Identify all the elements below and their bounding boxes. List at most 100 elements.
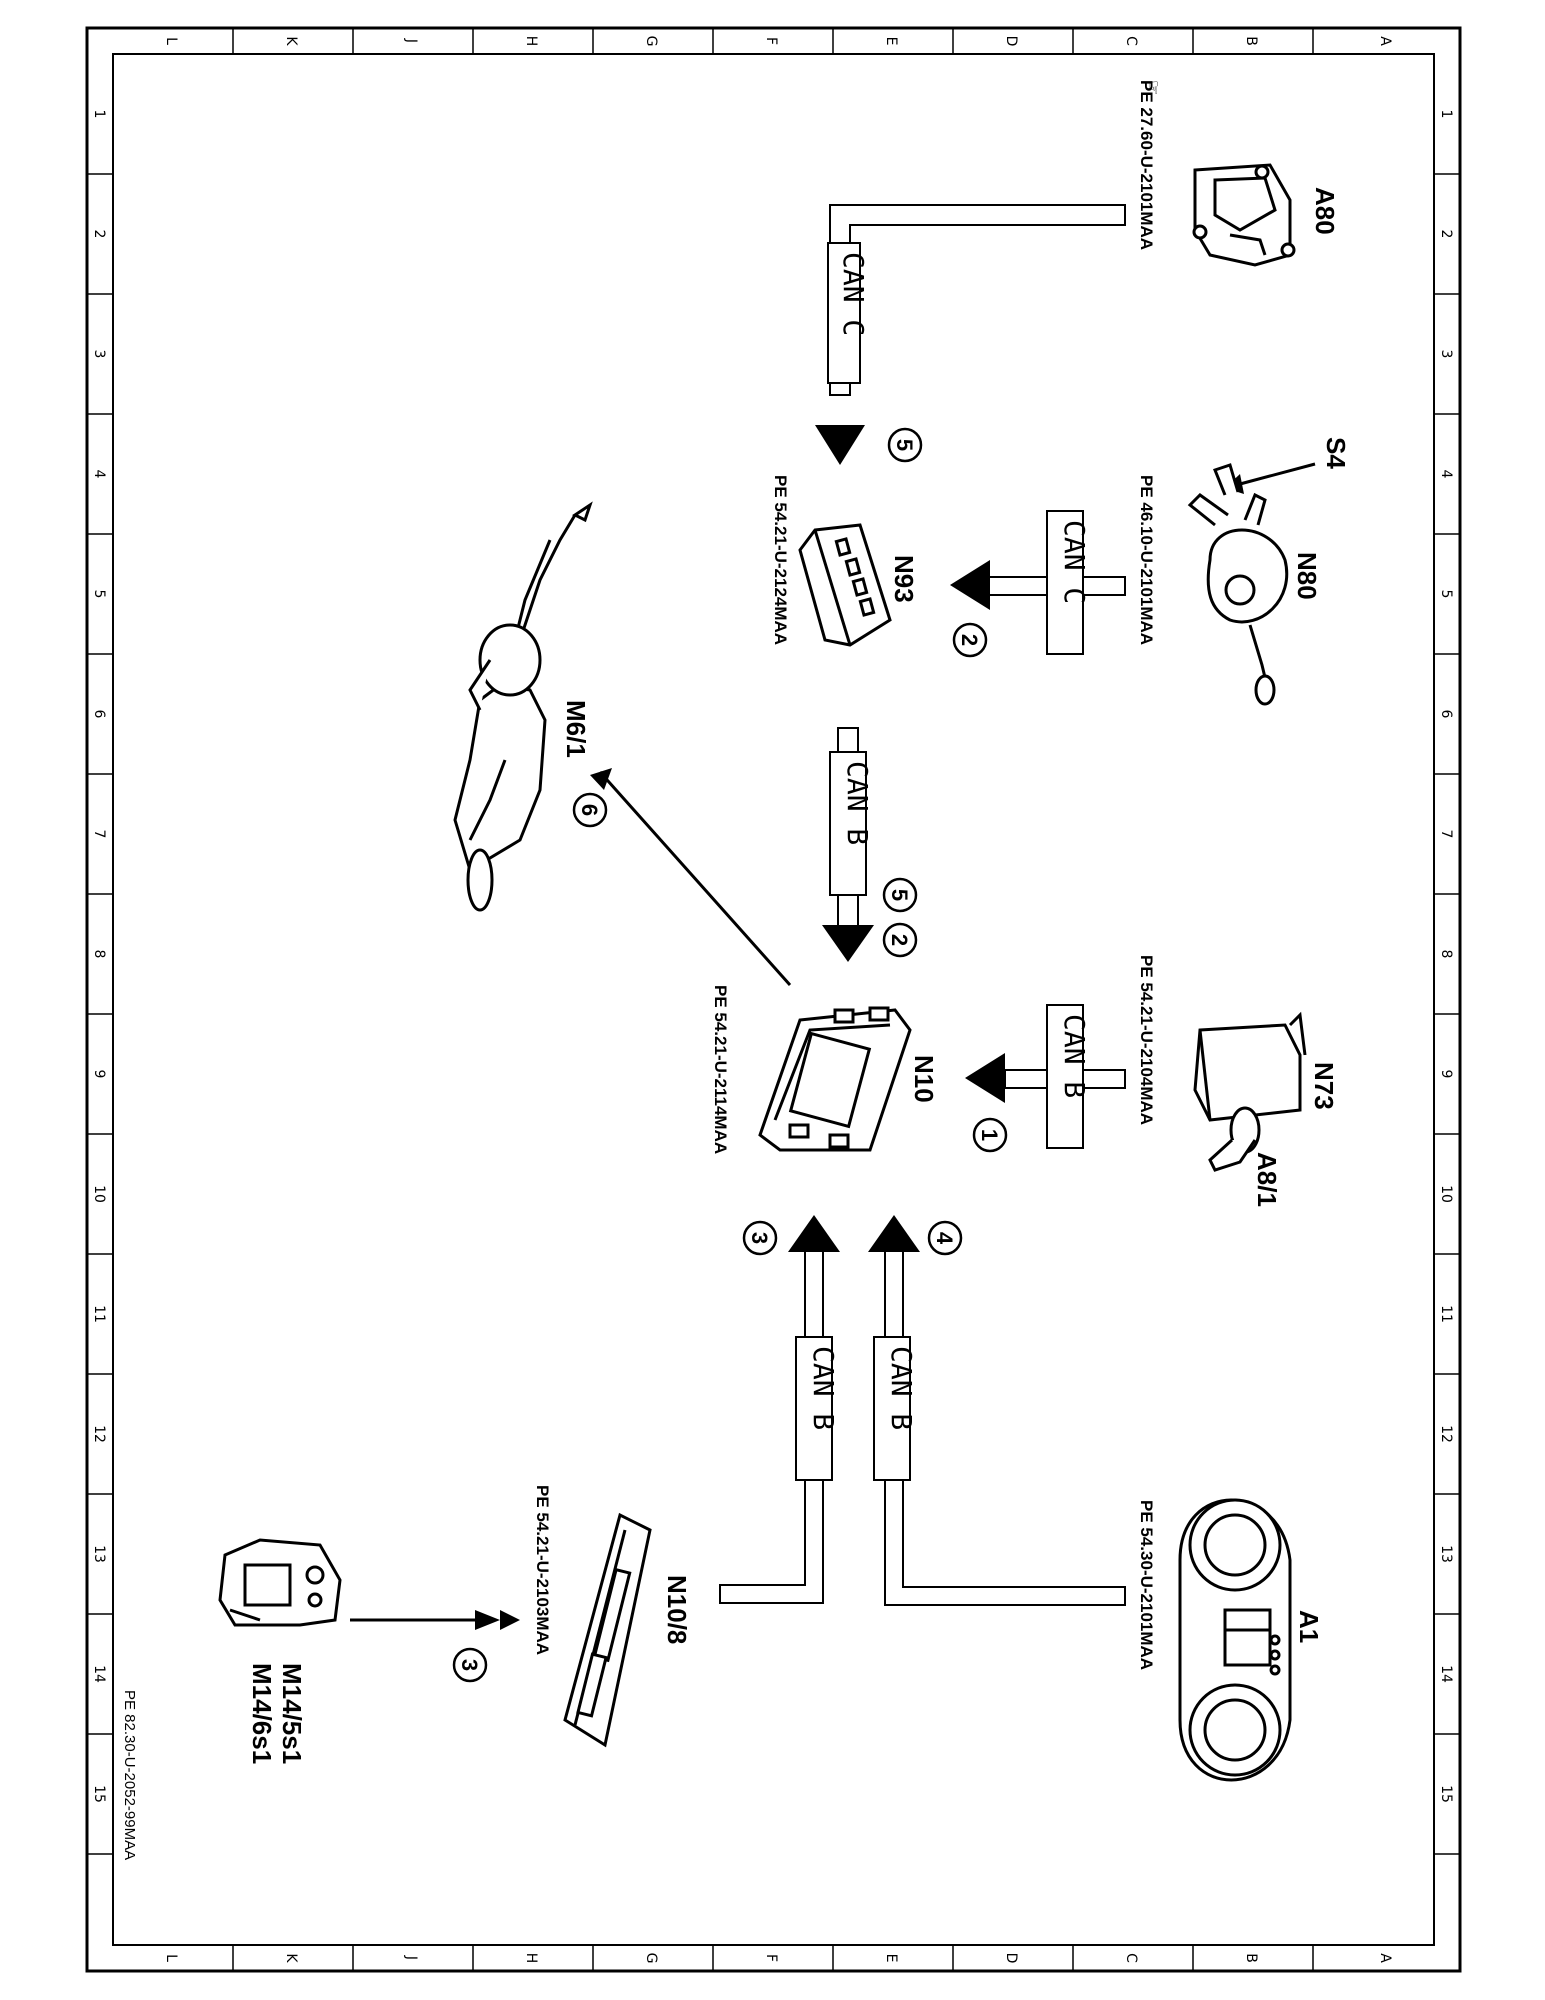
grid-number-left: 4 [91, 470, 107, 479]
can-b-label-a1: CAN B [885, 1346, 918, 1430]
a81-label: A8/1 [1252, 1152, 1282, 1207]
grid-number-left: 12 [91, 1425, 107, 1443]
step-5-b: 5 [887, 889, 912, 901]
arrow-to-n93-right [950, 560, 990, 610]
arrow-to-n108 [500, 1610, 520, 1630]
line-n10-m61 [598, 771, 792, 986]
grid-number-left: 10 [91, 1185, 107, 1203]
grid-letter-top: A [1377, 36, 1393, 46]
grid-letter-top: J [403, 38, 419, 43]
grid-letter-top: B [1243, 36, 1259, 46]
arrowheads [500, 425, 1005, 1630]
step-2-b: 2 [887, 934, 912, 946]
grid-letter-bottom: J [403, 1955, 419, 1960]
n73-ref: PE 54.21-U-2104MAA [1137, 955, 1156, 1125]
n10-label: N10 [909, 1055, 939, 1103]
grid-number-right: 13 [1438, 1545, 1454, 1563]
grid-number-right: 1 [1438, 110, 1454, 119]
grid-number-right: 12 [1438, 1425, 1454, 1443]
grid-letter-bottom: E [883, 1954, 899, 1963]
n93-ref: PE 54.21-U-2124MAA [771, 475, 790, 645]
grid-number-right: 6 [1438, 710, 1454, 719]
grid-letter-bottom: K [283, 1953, 299, 1963]
a80-illustration [1192, 163, 1296, 267]
grid-number-left: 5 [91, 590, 107, 599]
n80-label: N80 [1292, 552, 1322, 600]
n108-label: N10/8 [662, 1575, 692, 1644]
can-b-label-n93: CAN B [841, 761, 874, 845]
n93-illustration [798, 523, 892, 647]
arrow-to-n93-top [815, 425, 865, 465]
grid-letter-bottom: H [523, 1953, 539, 1964]
m61-label: M6/1 [561, 700, 591, 758]
step-2-a: 2 [957, 634, 982, 646]
grid-number-right: 15 [1438, 1785, 1454, 1803]
line-s4 [1239, 462, 1316, 486]
grid-number-right: 4 [1438, 470, 1454, 479]
grid-number-left: 14 [91, 1665, 107, 1683]
a80-label: A80 [1310, 187, 1340, 235]
a80-ref: PE 27.60-U-2101MAA [1137, 80, 1156, 250]
grid-number-left: 13 [91, 1545, 107, 1563]
grid-number-right: 5 [1438, 590, 1454, 599]
grid-letter-bottom: D [1003, 1953, 1019, 1964]
m14-illustration [218, 1538, 342, 1627]
grid-letter-bottom: B [1243, 1953, 1259, 1963]
n93-label: N93 [889, 555, 919, 603]
grid-number-left: 7 [91, 830, 107, 839]
grid-letter-bottom: L [163, 1954, 179, 1962]
a1-ref: PE 54.30-U-2101MAA [1137, 1500, 1156, 1670]
can-b-label-n73: CAN B [1058, 1014, 1091, 1098]
n80-illustration [1187, 463, 1289, 706]
grid-number-right: 7 [1438, 830, 1454, 839]
s4-label: S4 [1321, 437, 1351, 469]
n108-ref: PE 54.21-U-2103MAA [533, 1485, 552, 1655]
grid-letter-top: L [163, 37, 179, 45]
grid-letter-top: E [883, 37, 899, 46]
grid-number-right: 11 [1438, 1305, 1454, 1323]
arrow-to-n10-right [965, 1053, 1005, 1103]
grid-number-left: 11 [91, 1305, 107, 1323]
can-c-label-a80: CAN C [837, 252, 870, 336]
arrow-a1-up [868, 1215, 920, 1252]
grid-number-right: 14 [1438, 1665, 1454, 1683]
grid-number-right: 2 [1438, 230, 1454, 239]
grid-number-left: 3 [91, 350, 107, 359]
grid-number-left: 15 [91, 1785, 107, 1803]
grid-number-left: 6 [91, 710, 107, 719]
grid-number-right: 10 [1438, 1185, 1454, 1203]
step-circles [452, 427, 1008, 1683]
m61-illustration [453, 501, 593, 912]
inner-frame [112, 53, 1435, 1946]
grid-number-left: 8 [91, 950, 107, 959]
grid-letter-top: H [523, 36, 539, 47]
step-6: 6 [577, 804, 602, 816]
grid-letter-top: C [1123, 36, 1139, 46]
grid-number-right: 3 [1438, 350, 1454, 359]
bus-a1-n10 [884, 1249, 1126, 1606]
grid-number-right: 9 [1438, 1070, 1454, 1079]
arrowhead-m14 [475, 1610, 500, 1630]
grid-number-left: 1 [91, 110, 107, 119]
grid-letter-top: G [643, 36, 659, 47]
n73-illustration [1193, 1011, 1307, 1172]
step-3-b: 3 [457, 1659, 482, 1671]
grid-letter-bottom: A [1377, 1953, 1393, 1963]
can-c-label-n80: CAN C [1058, 520, 1091, 604]
m14-6s1-label: M14/6s1 [247, 1663, 277, 1764]
bus-lines [719, 204, 1126, 1606]
can-label-boxes [795, 242, 1084, 1481]
n10-ref: PE 54.21-U-2114MAA [711, 985, 730, 1154]
outer-frame [85, 26, 1462, 1973]
bus-a80-n93 [829, 204, 1126, 396]
a1-label: A1 [1294, 1610, 1324, 1643]
grid-letter-bottom: C [1123, 1953, 1139, 1963]
grid-number-left: 2 [91, 230, 107, 239]
step-3-a: 3 [747, 1232, 772, 1244]
n10-illustration [758, 1006, 912, 1152]
n80-ref: PE 46.10-U-2101MAA [1137, 475, 1156, 645]
grid-letter-top: K [283, 36, 299, 46]
m14-5s1-label: M14/5s1 [277, 1663, 307, 1764]
